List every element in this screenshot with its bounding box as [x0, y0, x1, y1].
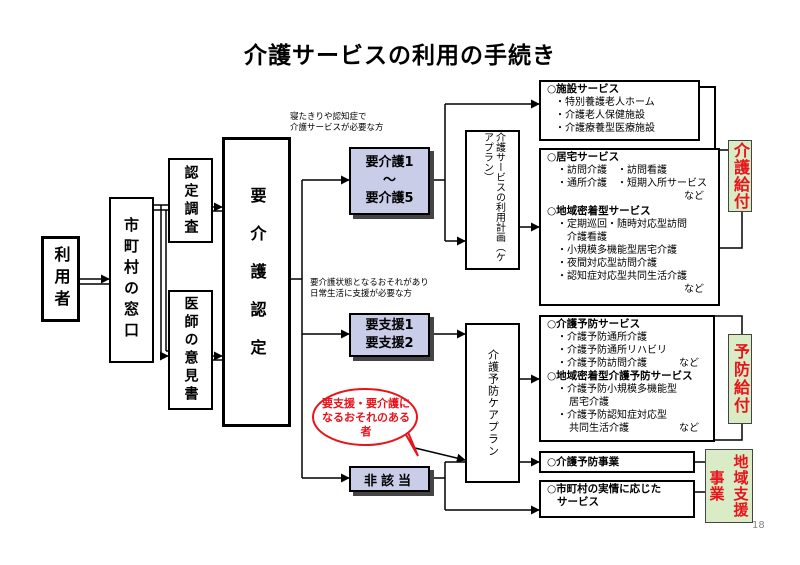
community-support-label: 地域支援 事業 — [705, 449, 753, 523]
note-support-line1: 要介護状態となるおそれがあり — [310, 278, 429, 288]
care-level-line3: 要介護5 — [365, 191, 414, 206]
community-etc: など — [684, 284, 704, 295]
note-support: 要介護状態となるおそれがあり 日常生活に支援が必要な方 — [310, 278, 480, 300]
community-item: 介護看護 — [567, 232, 607, 243]
community-item: ・小規模多機能型居宅介護 — [557, 245, 677, 256]
support-level-line2: 要支援2 — [365, 336, 414, 351]
municipal-line2: サービス — [557, 496, 599, 508]
prevention-community-item: ・介護予防認知症対応型 — [557, 410, 667, 421]
care-level-line1: 要介護1 — [365, 155, 414, 170]
home-heading: ○居宅サービス — [547, 151, 620, 163]
community-support-line1: 地域支援 — [731, 454, 750, 518]
prevention-community-item: ・介護予防小規模多機能型 — [557, 384, 677, 395]
municipal-window-box: 市町村の窓口 — [109, 197, 154, 363]
community-heading: ○地域密着型サービス — [547, 205, 651, 217]
municipal-services-box: ○市町村の実情に応じた サービス — [539, 480, 695, 518]
page-title: 介護サービスの利用の手続き — [244, 43, 556, 69]
care-certification-box: 要介護認定 — [222, 137, 291, 427]
home-services-box: ○居宅サービス ・訪問介護 ・訪問看護 ・通所介護 ・短期入所サービス など ○… — [539, 148, 720, 306]
page-number: 18 — [752, 520, 765, 531]
facility-item: ・介護老人保健施設 — [555, 110, 645, 121]
prevention-community-item: 居宅介護 — [569, 397, 609, 408]
prevention-item: ・介護予防訪問介護 — [557, 358, 647, 369]
prevention-community-item: 共同生活介護 — [569, 423, 629, 434]
doctor-opinion-box: 医師の意見書 — [168, 290, 213, 410]
community-item: ・夜間対応型訪問介護 — [557, 258, 657, 269]
facility-item: ・特別養護老人ホーム — [555, 97, 655, 108]
community-support-line2: 事業 — [707, 470, 726, 502]
support-level-box: 要支援1 要支援2 — [349, 313, 430, 357]
assessment-box: 認定調査 — [168, 158, 213, 243]
prevention-services-box: ○介護予防サービス ・介護予防通所介護 ・介護予防通所リハビリ ・介護予防訪問介… — [539, 315, 715, 442]
care-level-line2: 〜 — [382, 173, 396, 188]
municipal-line1: ○市町村の実情に応じた — [547, 483, 662, 495]
prevention-item: ・介護予防通所リハビリ — [557, 345, 667, 356]
home-item: ・訪問介護 ・訪問看護 — [557, 165, 667, 176]
prevention-heading: ○介護予防サービス — [547, 318, 641, 330]
prevention-plan-box: 介護予防ケアプラン — [465, 323, 520, 483]
prevention-benefit-label: 予防給付 — [728, 334, 752, 424]
user-box: 利用者 — [41, 236, 80, 322]
note-care: 寝たきりや認知症で 介護サービスが必要な方 — [290, 112, 430, 134]
home-item: ・通所介護 ・短期入所サービス — [557, 178, 707, 189]
prevention-community-etc: など — [679, 423, 699, 434]
support-level-line1: 要支援1 — [365, 318, 414, 333]
not-applicable-box: 非該当 — [349, 466, 430, 492]
care-plan-box: 介護サービスの利用計画（ケアプラン） — [465, 130, 520, 270]
note-care-line1: 寝たきりや認知症で — [290, 112, 367, 122]
facility-heading: ○施設サービス — [547, 83, 620, 95]
facility-services-box: ○施設サービス ・特別養護老人ホーム ・介護老人保健施設 ・介護療養型医療施設 — [539, 80, 700, 141]
home-etc: など — [684, 191, 704, 202]
prevention-project-box: ○介護予防事業 — [539, 451, 695, 473]
note-care-line2: 介護サービスが必要な方 — [290, 123, 384, 133]
care-level-box: 要介護1 〜 要介護5 — [349, 147, 430, 215]
note-support-line2: 日常生活に支援が必要な方 — [310, 289, 413, 299]
community-item: ・認知症対応型共同生活介護 — [557, 271, 687, 282]
prevention-etc: など — [679, 358, 699, 369]
prevention-project-label: ○介護予防事業 — [547, 456, 620, 468]
community-item: ・定期巡回・随時対応型訪問 — [557, 219, 687, 230]
facility-item: ・介護療養型医療施設 — [555, 123, 655, 134]
care-benefit-label: 介護給付 — [728, 140, 752, 212]
prevention-item: ・介護予防通所介護 — [557, 332, 647, 343]
prevention-community-heading: ○地域密着型介護予防サービス — [547, 370, 693, 382]
bubble-text: 要支援・要介護になるおそれのある者 — [322, 397, 410, 438]
